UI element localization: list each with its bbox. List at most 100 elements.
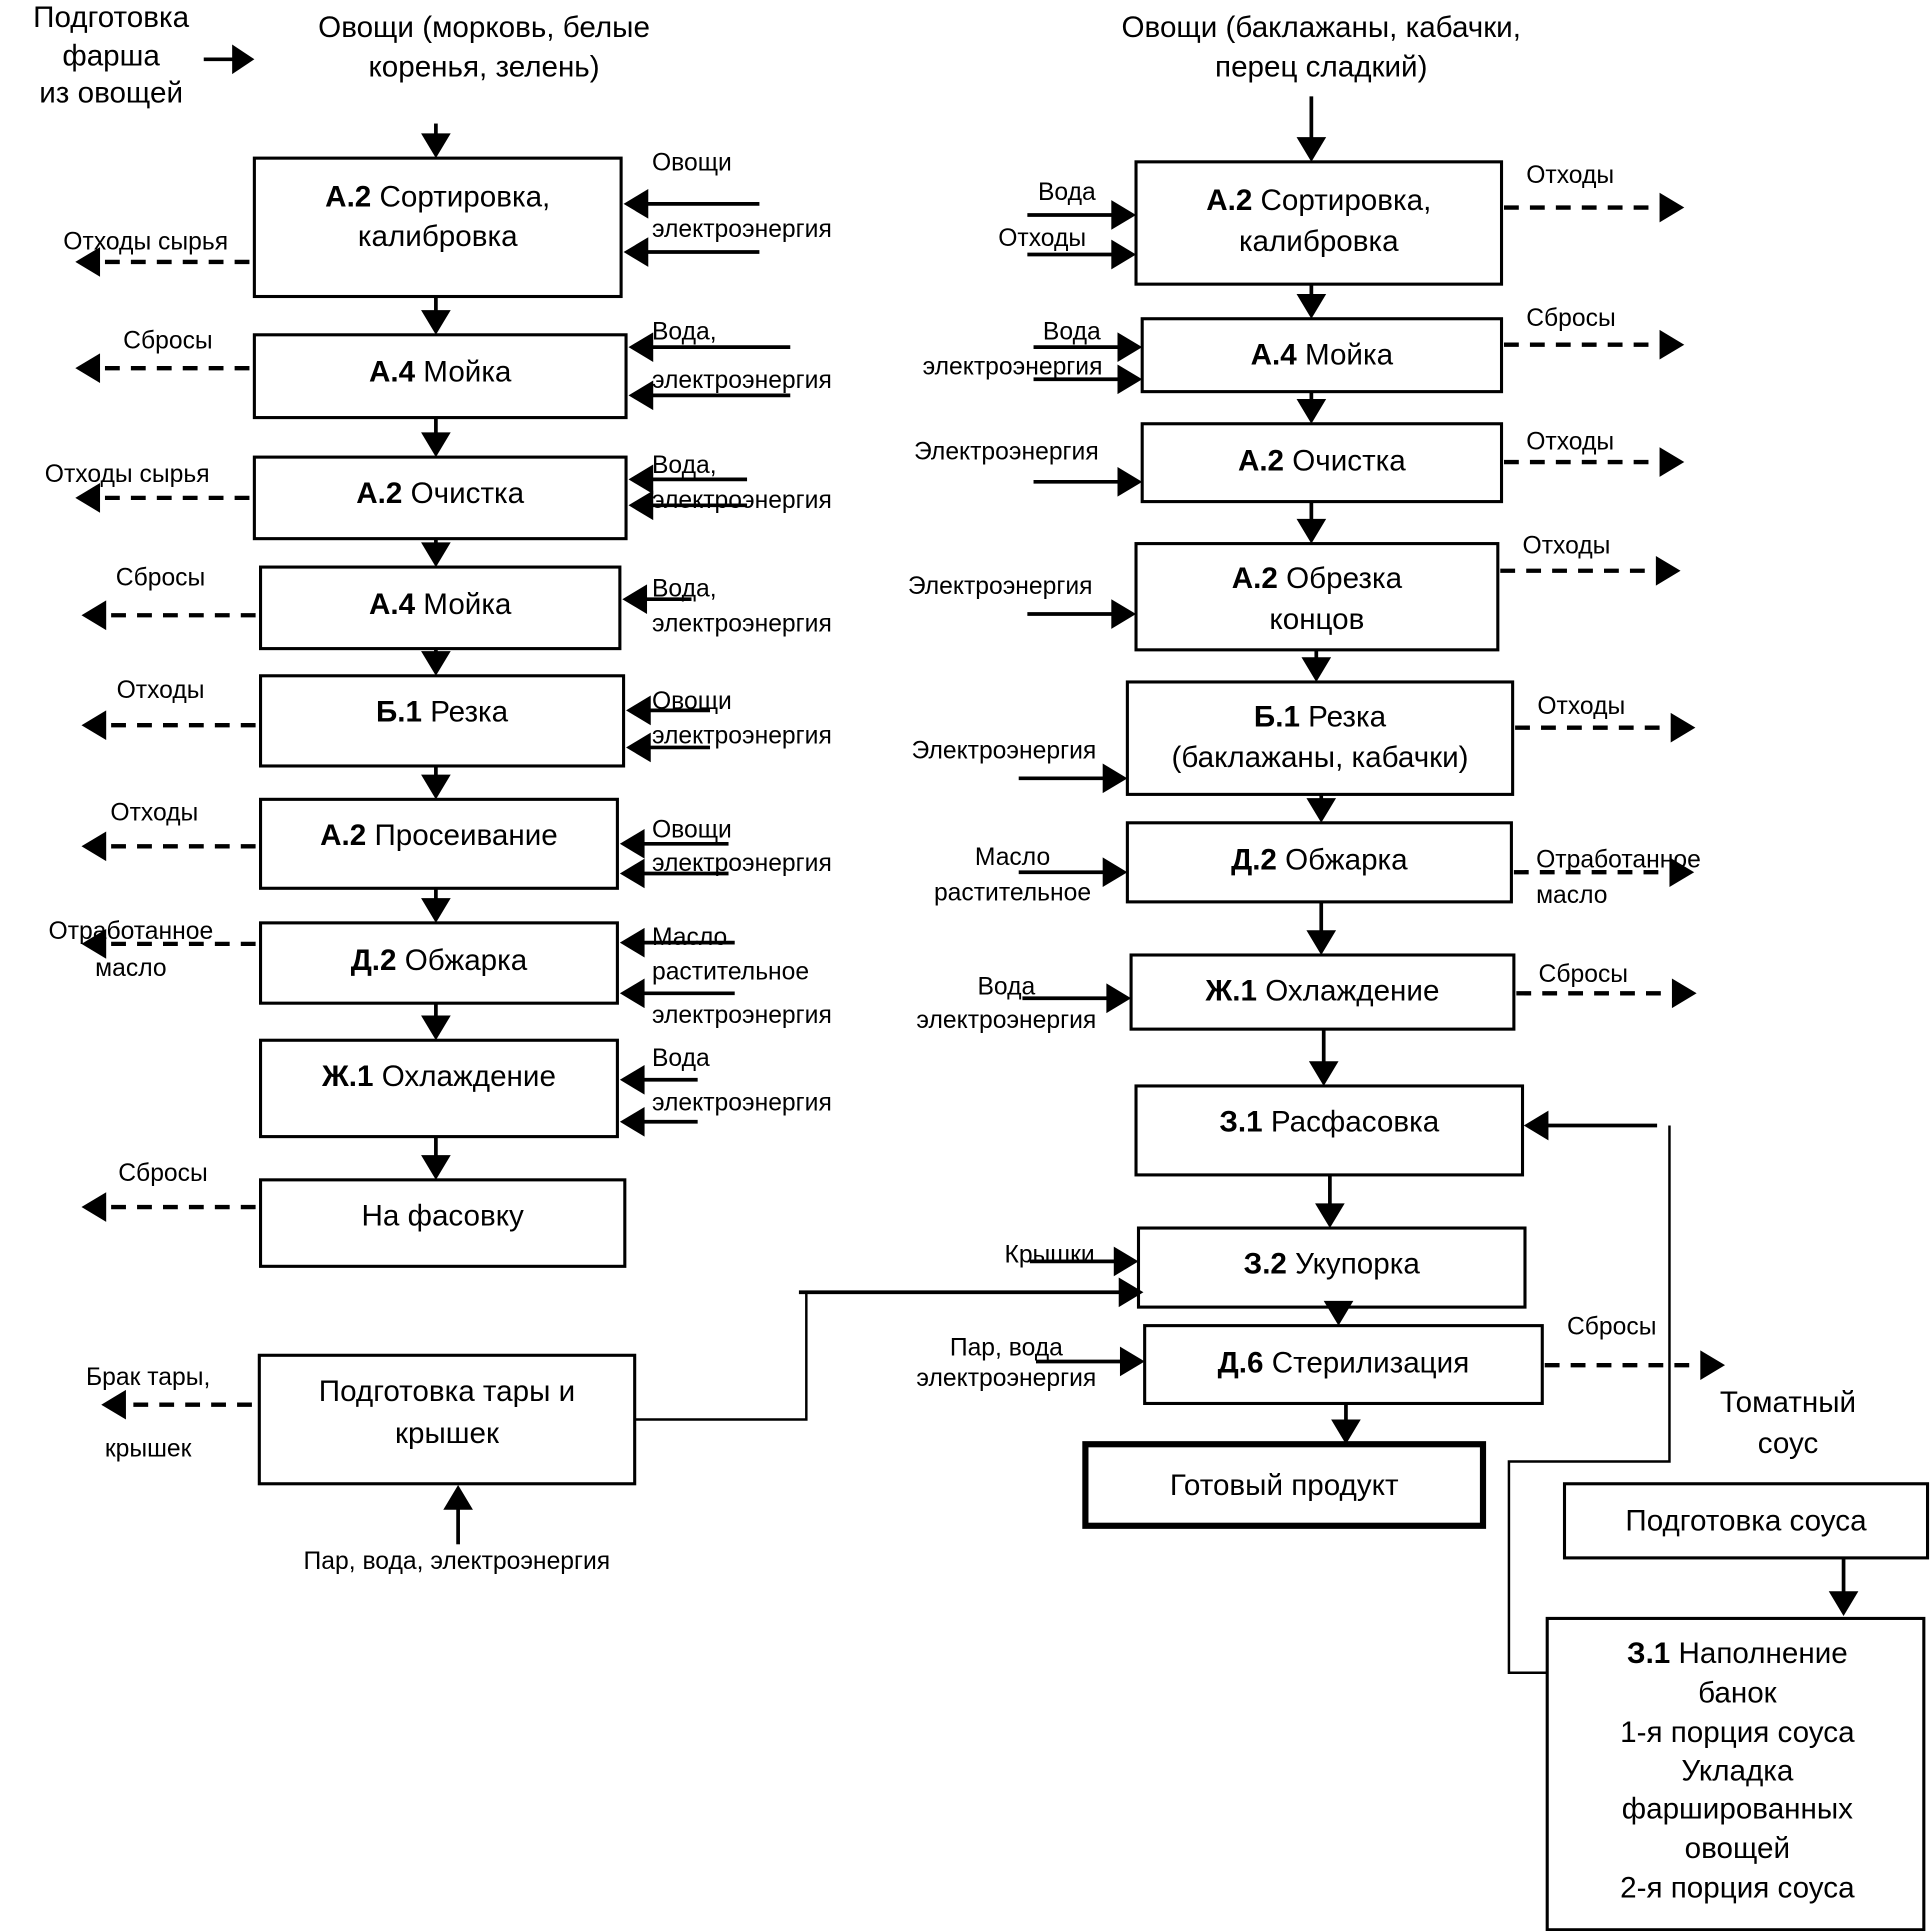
right-step-box[interactable] [1143, 1324, 1544, 1406]
tare-prep-group: Подготовка тары и крышек Брак тары, крыш… [86, 1277, 1144, 1575]
left-step-box[interactable] [259, 921, 619, 1005]
left-step-box[interactable] [252, 455, 628, 541]
right-step-output-label: Отходы [1526, 429, 1614, 456]
sauce-header-line-2: соус [1758, 1427, 1819, 1460]
left-step-input-arrow-head-icon [626, 732, 651, 763]
step-code: Ж.1 [321, 1060, 373, 1093]
right-step-input-label: Электроэнергия [908, 573, 1093, 600]
jar-filling-box[interactable] [1545, 1616, 1926, 1931]
step-title-line: калибровка [358, 220, 518, 253]
step-title-line: А.2 Сортировка, [325, 180, 550, 213]
left-step-input-arrow-head-icon [623, 237, 649, 267]
step-code: А.2 [356, 477, 402, 510]
right-flow-arrow-head-icon [1306, 798, 1337, 823]
right-entry-arrow-head-icon [1296, 137, 1327, 162]
step-title-line: А.4 Мойка [369, 356, 512, 389]
step-title-line: Д.6 Стерилизация [1218, 1347, 1470, 1380]
left-flow-arrow-head-icon [421, 651, 451, 676]
right-step-box[interactable] [1136, 1226, 1527, 1309]
left-step-input-label: электроэнергия [652, 487, 832, 514]
sauce-group: Томатный соус Подготовка соуса З.1 Напол… [1507, 1110, 1930, 1931]
step-name: Мойка [415, 588, 512, 621]
left-entry-arrow-head-icon [421, 133, 451, 159]
right-step-input-arrow-head-icon [1117, 364, 1143, 395]
step-code: А.4 [369, 356, 416, 389]
step-name: Резка [422, 695, 509, 728]
right-process-chain: А.2 Сортировка,калибровкаВодаОтходыОтход… [908, 96, 1726, 1445]
step-name: Очистка [1284, 445, 1406, 478]
step-name: Сортировка, [1252, 184, 1431, 217]
left-input-line-1: Овощи (морковь, белые [318, 11, 650, 44]
step-title-line: Ж.1 Охлаждение [1205, 975, 1440, 1008]
right-step-input-arrow-head-icon [1111, 239, 1137, 270]
left-step-box[interactable] [259, 797, 619, 890]
left-flow-arrow-head-icon [421, 432, 451, 458]
left-step-input-label: Вода, [652, 452, 717, 479]
left-step-input-arrow-head-icon [619, 927, 645, 958]
left-header-line-2: фарша [62, 39, 160, 72]
right-step-box[interactable] [1129, 953, 1516, 1031]
step-code: З.1 [1219, 1106, 1262, 1139]
step-code: Ж.1 [1205, 975, 1257, 1008]
step-name: Мойка [415, 356, 512, 389]
jar-filling-line-2: банок [1698, 1676, 1778, 1709]
left-step-input-label: электроэнергия [652, 723, 832, 750]
right-step-box[interactable] [1134, 160, 1504, 286]
left-step-input-arrow-head-icon [628, 332, 654, 362]
right-step-box[interactable] [1140, 422, 1504, 504]
right-step-box[interactable] [1134, 1084, 1525, 1177]
right-step-output-label: Сбросы [1567, 1313, 1657, 1340]
jar-filling-line-7: 2-я порция соуса [1620, 1872, 1855, 1905]
right-flow-arrow-head-icon [1306, 930, 1337, 955]
right-step-output-arrow-head-icon [1670, 712, 1696, 743]
left-step-box[interactable] [259, 1038, 619, 1139]
left-header-line-1: Подготовка [33, 1, 189, 34]
filling-to-packing-arrow-head-icon [1523, 1110, 1549, 1141]
left-step-output-arrow-head-icon [81, 831, 107, 862]
right-step-output-label: масло [1536, 882, 1607, 909]
left-step-7: Д.2 ОбжаркаМаслорастительноеэлектроэнерг… [49, 918, 832, 1041]
right-flow-arrow-head-icon [1296, 294, 1327, 319]
right-step-box[interactable] [1125, 821, 1513, 904]
right-step-output-label: Сбросы [1539, 961, 1629, 988]
step-title-line: Б.1 Резка [376, 695, 509, 728]
left-step-box[interactable] [259, 565, 622, 651]
right-step-input-label: электроэнергия [916, 1007, 1096, 1034]
left-step-box[interactable] [259, 674, 626, 768]
right-step-box[interactable] [1125, 680, 1515, 796]
final-product-label: Готовый продукт [1170, 1469, 1399, 1502]
step-code: А.2 [1232, 562, 1278, 595]
step-title-line: концов [1269, 603, 1364, 636]
tare-prep-box[interactable] [257, 1353, 637, 1486]
right-step-input-label: Крышки [1004, 1242, 1094, 1269]
right-flow-arrow-head-icon [1331, 1419, 1361, 1445]
left-step-input-arrow-head-icon [623, 189, 649, 219]
left-step-output-arrow-head-icon [81, 600, 107, 631]
left-flow-arrow-head-icon [421, 774, 451, 800]
left-step-box[interactable] [259, 1178, 627, 1268]
right-step-input-label: электроэнергия [923, 353, 1103, 380]
step-title-line: На фасовку [361, 1200, 524, 1233]
left-step-input-label: электроэнергия [652, 610, 832, 637]
right-step-1: А.2 Сортировка,калибровкаВодаОтходыОтход… [998, 160, 1685, 319]
right-step-output-arrow-head-icon [1659, 447, 1685, 477]
step-title-line: А.2 Очистка [1238, 445, 1406, 478]
right-flow-arrow-head-icon [1296, 518, 1327, 544]
step-code: З.2 [1244, 1248, 1287, 1281]
step-code: Д.2 [351, 944, 397, 977]
final-product-box[interactable] [1082, 1441, 1487, 1529]
left-step-output-label: Отходы сырья [45, 461, 210, 488]
tare-prep-line-2: крышек [395, 1417, 500, 1450]
tare-input-arrow-head-icon [443, 1485, 473, 1510]
step-code: Д.6 [1218, 1347, 1264, 1380]
left-step-input-arrow-head-icon [628, 380, 654, 411]
left-step-box[interactable] [252, 333, 628, 420]
step-code: Д.2 [1231, 844, 1277, 877]
right-step-box[interactable] [1140, 317, 1504, 394]
sauce-prep-box[interactable] [1562, 1482, 1930, 1560]
step-name: Охлаждение [1257, 975, 1439, 1008]
